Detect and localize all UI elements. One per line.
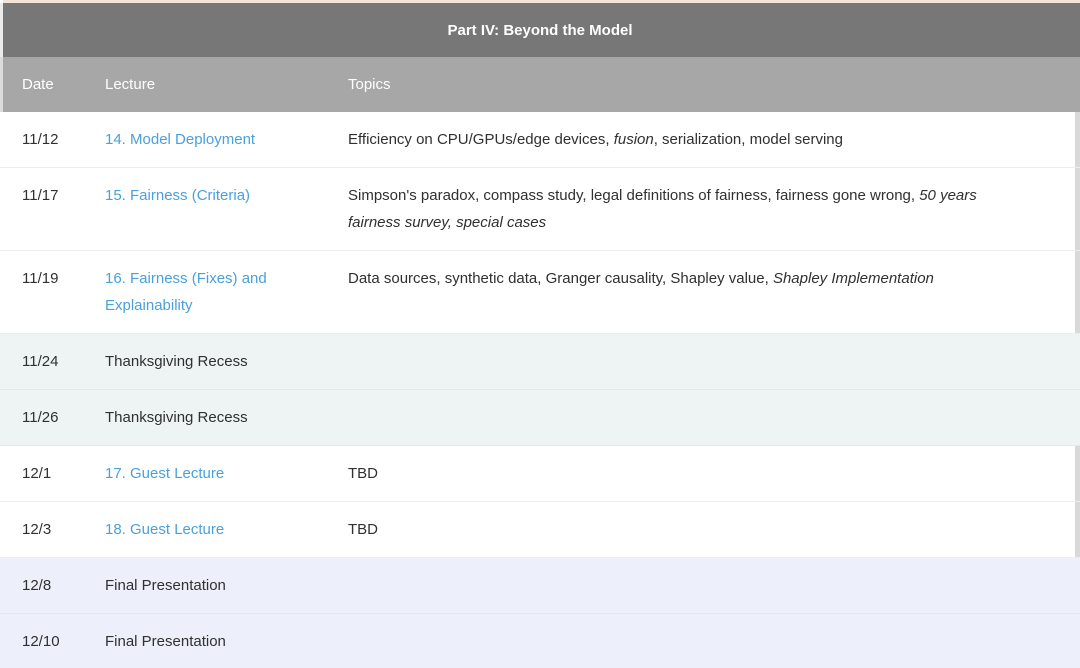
date-cell: 11/19 (22, 270, 59, 287)
topics-text: TBD (348, 521, 378, 538)
section-title-bar: Part IV: Beyond the Model (0, 3, 1080, 57)
schedule-table-body: 11/12 14. Model Deployment Efficiency on C… (0, 112, 1080, 668)
date-cell: 12/8 (22, 577, 52, 594)
topics-text: TBD (348, 465, 378, 482)
topics-cell (348, 558, 1080, 586)
topics-cell: Data sources, synthetic data, Granger ca… (348, 251, 1080, 306)
topics-cell (348, 390, 1080, 418)
column-header-row: Date Lecture Topics (0, 57, 1080, 112)
top-border (0, 0, 1080, 3)
topics-cell (348, 334, 1080, 362)
topics-cell: Efficiency on CPU/GPUs/edge devices, fus… (348, 112, 1080, 167)
table-row: 11/12 14. Model Deployment Efficiency on C… (0, 112, 1080, 168)
date-cell: 11/26 (22, 409, 59, 426)
table-row: 12/3 18. Guest Lecture TBD (0, 502, 1080, 558)
lecture-label: Final Presentation (105, 633, 226, 650)
lecture-link[interactable]: 18. Guest Lecture (105, 521, 225, 538)
topics-text: Efficiency on CPU/GPUs/edge devices, (348, 131, 614, 148)
topics-text: Shapley Implementation (772, 270, 934, 287)
table-row: 11/26 Thanksgiving Recess (0, 390, 1080, 446)
lecture-cell: 17. Guest Lecture (105, 446, 348, 501)
topics-cell (348, 614, 1080, 642)
topics-text: fusion (613, 131, 654, 148)
lecture-link[interactable]: 15. Fairness (Criteria) (105, 187, 251, 204)
table-row: 12/10 Final Presentation (0, 614, 1080, 668)
table-row: 12/1 17. Guest Lecture TBD (0, 446, 1080, 502)
table-row: 12/8 Final Presentation (0, 558, 1080, 614)
table-row: 11/17 15. Fairness (Criteria) Simpson's pa… (0, 168, 1080, 251)
topics-cell: TBD (348, 446, 1080, 501)
lecture-link[interactable]: 16. Fairness (Fixes) and Explainability (105, 270, 267, 314)
date-cell: 12/1 (22, 465, 52, 482)
lecture-cell: Thanksgiving Recess (105, 390, 348, 445)
date-cell: 11/12 (22, 131, 59, 148)
lecture-label: Final Presentation (105, 577, 226, 594)
column-header-date: Date (22, 76, 54, 93)
date-cell: 12/10 (22, 633, 60, 650)
section-title: Part IV: Beyond the Model (447, 21, 633, 39)
topics-text: , serialization, model serving (653, 131, 843, 148)
lecture-label: Thanksgiving Recess (105, 409, 248, 426)
topics-text: 50 years fairness survey, special cases (348, 187, 977, 231)
topics-text: Simpson's paradox, compass study, legal … (348, 187, 920, 204)
topics-cell: Simpson's paradox, compass study, legal … (348, 168, 1080, 250)
column-header-lecture: Lecture (105, 76, 156, 93)
lecture-cell: 18. Guest Lecture (105, 502, 348, 557)
lecture-cell: Thanksgiving Recess (105, 334, 348, 389)
lecture-link[interactable]: 14. Model Deployment (105, 131, 256, 148)
topics-cell: TBD (348, 502, 1080, 557)
table-row: 11/24 Thanksgiving Recess (0, 334, 1080, 390)
date-cell: 12/3 (22, 521, 52, 538)
lecture-link[interactable]: 17. Guest Lecture (105, 465, 225, 482)
column-header-topics: Topics (348, 76, 391, 93)
table-row: 11/19 16. Fairness (Fixes) and Explainabi… (0, 251, 1080, 334)
topics-text: Data sources, synthetic data, Granger ca… (348, 270, 773, 287)
lecture-cell: 15. Fairness (Criteria) (105, 168, 348, 223)
date-cell: 11/17 (22, 187, 59, 204)
lecture-cell: Final Presentation (105, 558, 348, 613)
lecture-cell: 16. Fairness (Fixes) and Explainability (105, 251, 348, 333)
lecture-label: Thanksgiving Recess (105, 353, 248, 370)
date-cell: 11/24 (22, 353, 59, 370)
lecture-cell: 14. Model Deployment (105, 112, 348, 167)
lecture-cell: Final Presentation (105, 614, 348, 668)
